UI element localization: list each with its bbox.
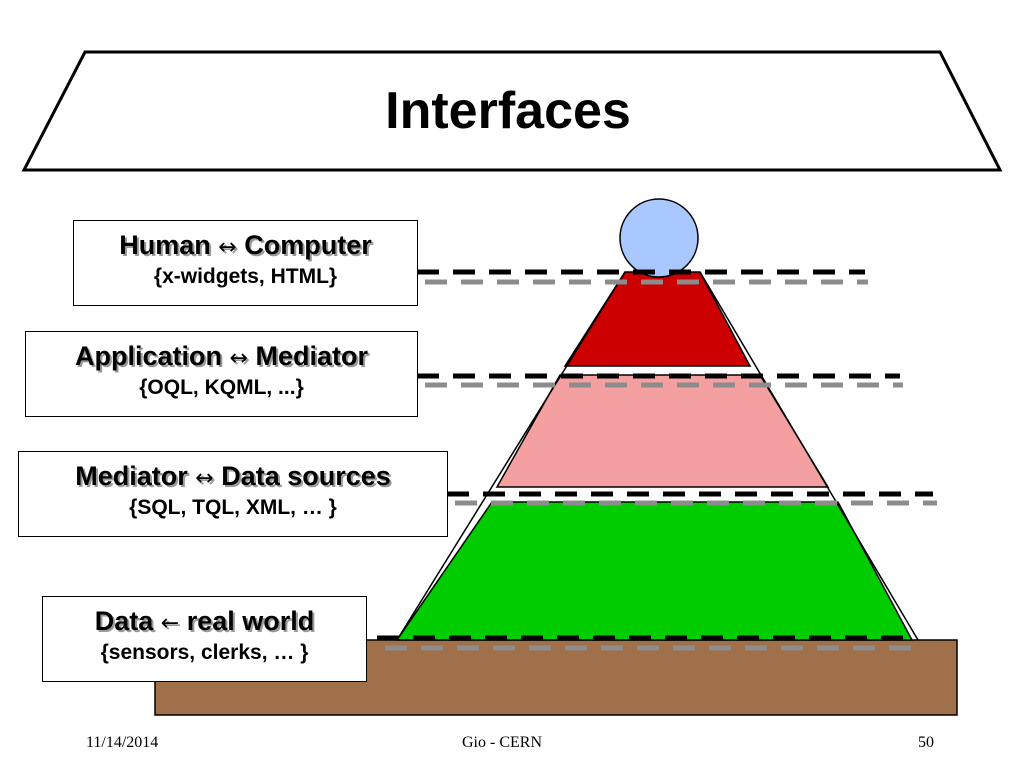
footer-page-number: 50	[918, 734, 934, 751]
label-mediator-datasources-title: Mediator ↔ Data sources	[75, 461, 391, 491]
label-application-mediator-examples: {OQL, KQML, ...}	[139, 376, 304, 399]
interface-line-application	[417, 373, 903, 388]
pyramid-outline-left	[396, 271, 626, 641]
human-head-circle	[619, 198, 699, 278]
slide-title: Interfaces	[385, 82, 631, 140]
label-data-realworld-title: Data ← real world	[94, 606, 315, 636]
pyramid-tier-top	[563, 271, 752, 367]
label-mediator-datasources: Mediator ↔ Data sources {SQL, TQL, XML, …	[18, 451, 448, 537]
label-application-mediator-title: Application ↔ Mediator	[75, 341, 368, 371]
label-application-mediator: Application ↔ Mediator {OQL, KQML, ...}	[25, 331, 418, 417]
interface-line-data	[377, 635, 918, 651]
left-arrow-icon: ←	[160, 611, 180, 636]
footer-date: 11/14/2014	[86, 734, 159, 751]
label-data-realworld: Data ← real world {sensors, clerks, … }	[42, 596, 367, 682]
label-human-computer-examples: {x-widgets, HTML}	[153, 265, 338, 288]
label-mediator-datasources-examples: {SQL, TQL, XML, … }	[129, 496, 337, 519]
title-banner	[21, 50, 1003, 172]
label-human-computer-title: Human ↔ Computer	[119, 230, 372, 260]
pyramid-outline-right	[699, 271, 919, 641]
label-human-computer: Human ↔ Computer {x-widgets, HTML}	[73, 220, 418, 306]
pyramid-tier-bottom	[395, 501, 914, 641]
label-data-realworld-examples: {sensors, clerks, … }	[100, 641, 309, 664]
pyramid-tier-middle	[495, 374, 830, 488]
interface-line-human	[417, 269, 868, 285]
left-right-arrow-icon: ↔	[195, 466, 214, 491]
left-right-arrow-icon: ↔	[218, 235, 237, 260]
footer-center: Gio - CERN	[462, 734, 542, 751]
left-right-arrow-icon: ↔	[229, 346, 248, 371]
interface-line-mediator	[447, 491, 937, 506]
